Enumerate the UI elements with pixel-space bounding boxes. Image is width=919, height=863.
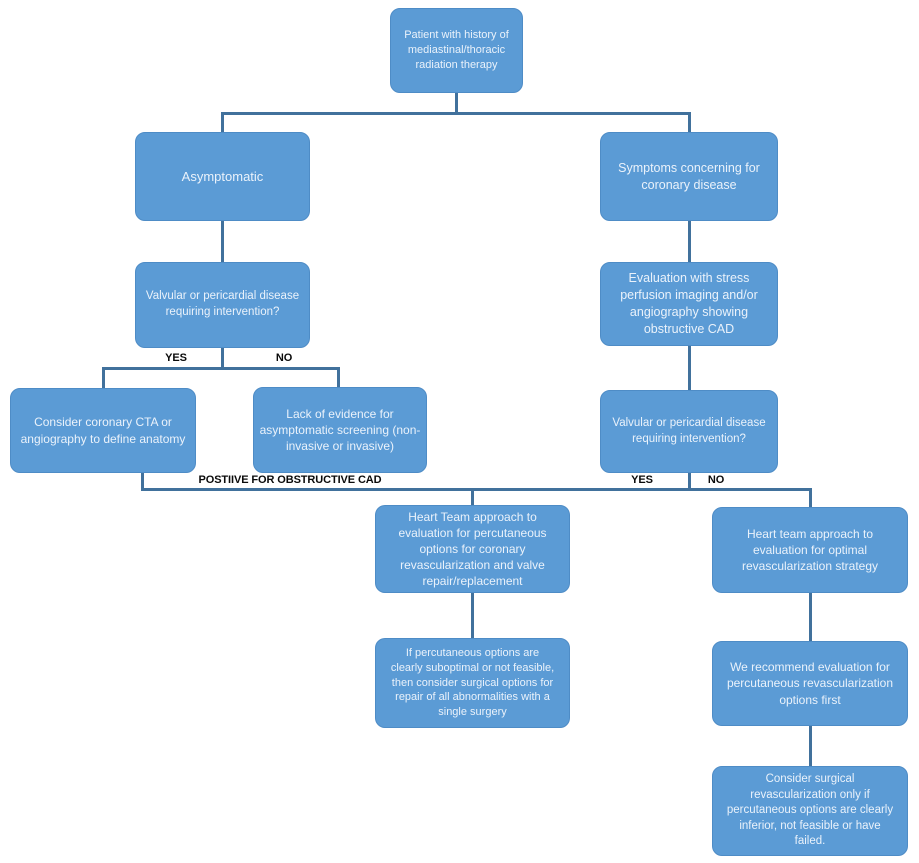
node-consider-surgical: Consider surgical revascularization only… — [712, 766, 908, 856]
label-yes-left: YES — [165, 352, 187, 364]
connector-to-symptoms — [688, 112, 691, 132]
connector-to-heart-team-mid — [471, 488, 474, 505]
node-lack-of-evidence: Lack of evidence for asymptomatic screen… — [253, 387, 427, 473]
connector-to-lack — [337, 367, 340, 387]
node-heart-team-right: Heart team approach to evaluation for op… — [712, 507, 908, 593]
node-if-percutaneous-suboptimal: If percutaneous options are clearly subo… — [375, 638, 570, 728]
label-positive-obstructive-cad: POSTIIVE FOR OBSTRUCTIVE CAD — [198, 474, 382, 486]
node-asymptomatic: Asymptomatic — [135, 132, 310, 221]
connector-top-split — [221, 112, 690, 115]
label-yes-right: YES — [631, 474, 653, 486]
node-heart-team-mid: Heart Team approach to evaluation for pe… — [375, 505, 570, 593]
connector-root-down — [455, 93, 458, 114]
node-we-recommend: We recommend evaluation for percutaneous… — [712, 641, 908, 726]
connector-to-asymptomatic — [221, 112, 224, 132]
connector-evaluation-valvular — [688, 345, 691, 390]
connector-asymptomatic-valvular — [221, 221, 224, 262]
node-valvular-left: Valvular or pericardial disease requirin… — [135, 262, 310, 348]
connector-symptoms-evaluation — [688, 221, 691, 262]
connector-heartteam-ifpercutaneous — [471, 593, 474, 638]
node-patient-history: Patient with history of mediastinal/thor… — [390, 8, 523, 93]
node-consider-cta: Consider coronary CTA or angiography to … — [10, 388, 196, 473]
connector-positive-cad-line — [141, 488, 811, 491]
connector-yesno-left-split — [102, 367, 340, 370]
connector-cta-out — [141, 473, 144, 490]
connector-valvular-left-out — [221, 348, 224, 369]
connector-to-heart-team-right — [809, 488, 812, 507]
connector-valvular-right-out — [688, 473, 691, 490]
node-evaluation-stress: Evaluation with stress perfusion imaging… — [600, 262, 778, 346]
label-no-left: NO — [275, 352, 293, 364]
label-no-right: NO — [707, 474, 725, 486]
connector-to-cta — [102, 367, 105, 388]
node-valvular-right: Valvular or pericardial disease requirin… — [600, 390, 778, 473]
connector-werecommend-considersurgical — [809, 726, 812, 766]
connector-heartteam-werecommend — [809, 593, 812, 641]
node-symptoms-concerning: Symptoms concerning for coronary disease — [600, 132, 778, 221]
